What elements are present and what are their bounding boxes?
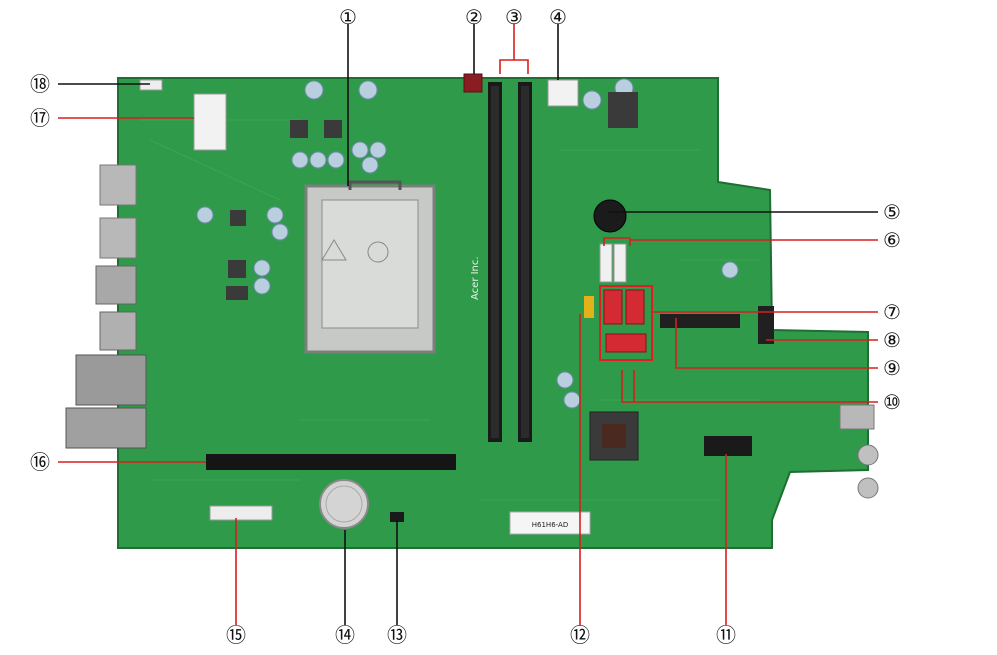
pcie-x1-slot: [209, 505, 273, 521]
model-sticker-text: H61H6-AD: [532, 521, 568, 529]
callout-13: ⑬: [387, 623, 407, 647]
cmos-battery: [319, 479, 369, 529]
callout-18: ⑱: [30, 72, 50, 96]
m2-slot-bottom: [704, 436, 752, 456]
capacitors: [196, 78, 739, 409]
callout-11: ⑪: [716, 623, 736, 647]
sata-power-connectors: [599, 243, 627, 283]
vrm-chokes: [226, 92, 638, 300]
callout-9: ⑨: [883, 356, 901, 380]
front-panel-header: [584, 296, 594, 318]
callout-1: ①: [339, 5, 357, 29]
pcie-x16-slot: [206, 454, 456, 470]
callout-6-label: ⑥: [883, 228, 901, 252]
callout-13-label: ⑬: [387, 623, 407, 647]
atx-4pin-power: [547, 79, 579, 107]
cpu-socket: [304, 180, 436, 354]
usb-header: [758, 306, 774, 344]
buzzer: [593, 199, 627, 233]
rear-io-ports: [65, 164, 147, 449]
callout-10: ⑩: [883, 390, 901, 414]
callout-18-label: ⑱: [30, 72, 50, 96]
m2-slot-top: [660, 314, 740, 328]
callout-5-label: ⑤: [883, 200, 901, 224]
callout-17-label: ⑰: [30, 106, 50, 130]
battery-rim: [325, 485, 363, 523]
callout-6: ⑥: [883, 228, 901, 252]
callout-11-label: ⑪: [716, 623, 736, 647]
system-fan-connector: [139, 79, 163, 91]
callout-16-label: ⑯: [30, 450, 50, 474]
callout-4: ④: [549, 5, 567, 29]
callout-2: ②: [465, 5, 483, 29]
callout-1-label: ①: [339, 5, 357, 29]
callout-4-label: ④: [549, 5, 567, 29]
callout-12-label: ⑫: [570, 623, 590, 647]
callout-16: ⑯: [30, 450, 50, 474]
callout-14-label: ⑭: [335, 623, 355, 647]
callout-3-label: ③: [505, 5, 523, 29]
chipset-die: [602, 424, 626, 448]
callout-2-label: ②: [465, 5, 483, 29]
main-power-connector: [193, 93, 227, 151]
cpu-fan-header: [463, 73, 483, 93]
callout-lines: [58, 24, 878, 625]
dimm-slots: [488, 82, 532, 442]
callout-8: ⑧: [883, 328, 901, 352]
board-brand-silkscreen: Acer Inc.: [470, 256, 481, 300]
front-ports: [839, 404, 879, 499]
callout-17: ⑰: [30, 106, 50, 130]
callout-7-label: ⑦: [883, 300, 901, 324]
callout-15: ⑮: [226, 623, 246, 647]
sata-ports: [599, 285, 653, 361]
callout-12: ⑫: [570, 623, 590, 647]
model-sticker: [509, 511, 591, 535]
callout-10-label: ⑩: [883, 390, 901, 414]
callout-8-label: ⑧: [883, 328, 901, 352]
callout-15-label: ⑮: [226, 623, 246, 647]
callout-5: ⑤: [883, 200, 901, 224]
callout-14: ⑭: [335, 623, 355, 647]
callout-9-label: ⑨: [883, 356, 901, 380]
clear-cmos-jumper: [390, 512, 404, 522]
callout-3: ③: [505, 5, 523, 29]
callout-7: ⑦: [883, 300, 901, 324]
